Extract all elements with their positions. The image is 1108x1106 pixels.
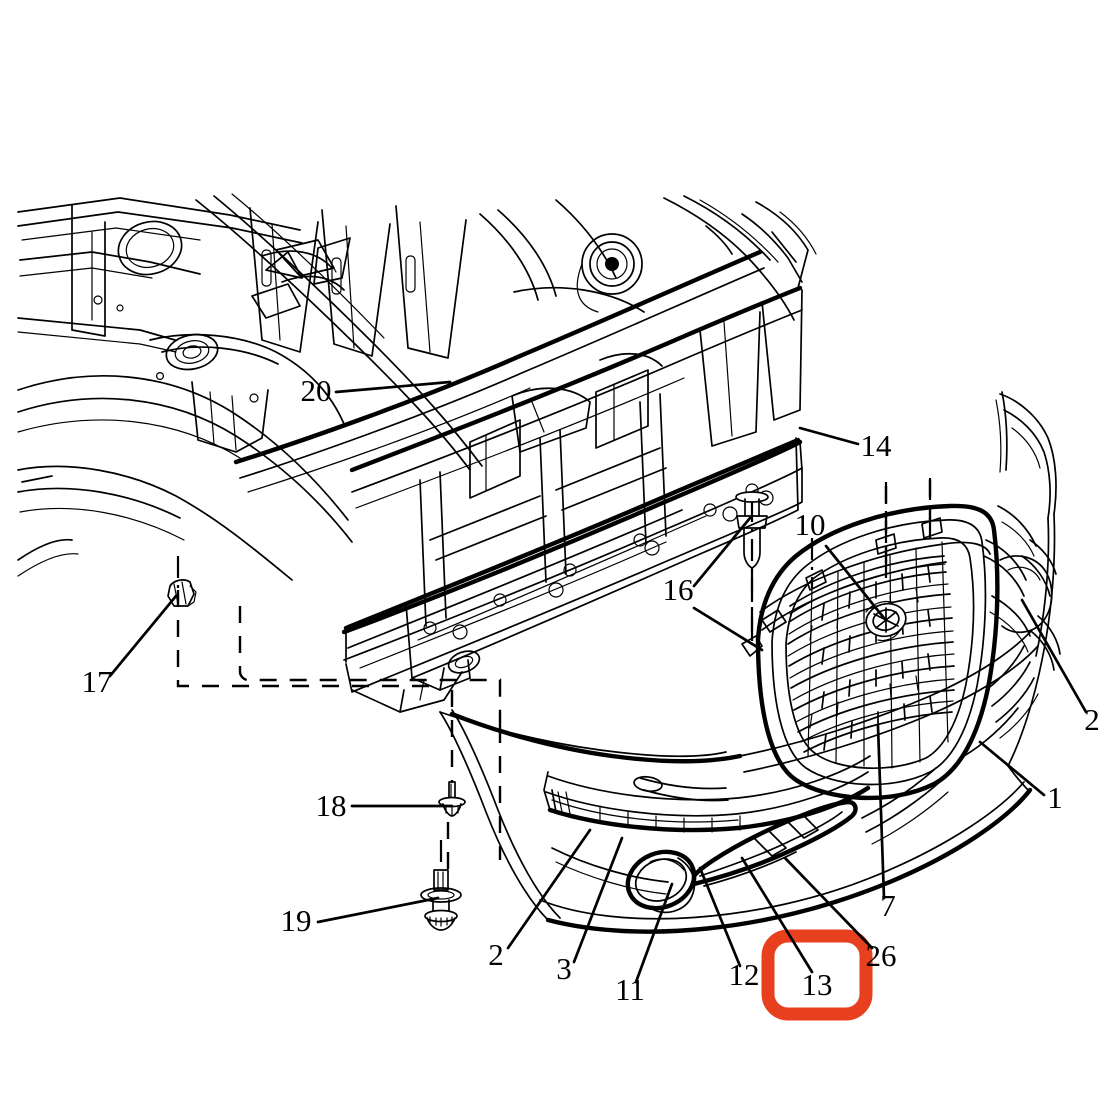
fastener-push-pin-16	[735, 491, 769, 648]
grille-center-emblem	[865, 600, 907, 642]
callout-2-right: 2	[1084, 702, 1100, 737]
lower-fascia-valance	[539, 755, 1025, 920]
front-bumper-fascia	[439, 391, 1061, 934]
right-side-vent	[963, 505, 1039, 757]
lower-air-intake	[691, 799, 858, 887]
callout-11: 11	[615, 972, 645, 1007]
callout-14: 14	[861, 428, 893, 463]
grille-vertical-ribs	[807, 541, 949, 769]
leader-lines	[108, 380, 1088, 984]
fastener-clip-17	[167, 556, 197, 607]
front-grille-assembly	[741, 503, 1000, 801]
grille-crate-ticks	[809, 565, 933, 751]
callout-1: 1	[1047, 780, 1063, 815]
fastener-bolt-18	[438, 781, 466, 817]
callout-26: 26	[866, 938, 897, 973]
callout-13: 13	[802, 967, 833, 1002]
callout-16: 16	[663, 572, 694, 607]
fog-lamp-opening	[625, 849, 697, 914]
grille-mounting-tabs	[741, 517, 943, 657]
callout-2-bottom: 2	[488, 937, 504, 972]
radiator-support-crossmember	[341, 285, 803, 713]
fastener-bolt-19	[420, 840, 462, 931]
engine-bay-structure	[17, 193, 817, 581]
callout-3: 3	[556, 951, 572, 986]
callout-18: 18	[316, 788, 347, 823]
highlight-box-callout-13	[761, 929, 873, 1021]
callout-10: 10	[795, 507, 826, 542]
bumper-reinforcement-beam	[343, 437, 801, 691]
callout-17: 17	[82, 664, 113, 699]
callout-20: 20	[301, 373, 332, 408]
callout-12: 12	[729, 957, 760, 992]
callout-7: 7	[880, 888, 896, 923]
callout-19: 19	[281, 903, 312, 938]
callout-numbers: 1 2 2 3 7 10 11 12 13 14 16 17 18 19 20 …	[82, 373, 1100, 1007]
